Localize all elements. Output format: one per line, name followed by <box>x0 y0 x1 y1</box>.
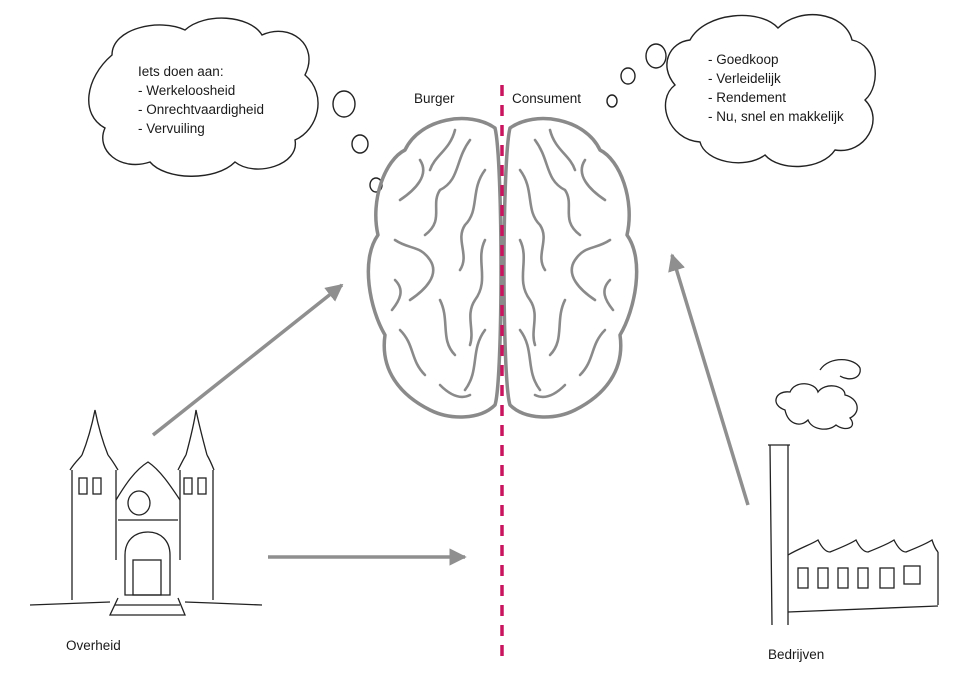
business-thought-text: - Goedkoop - Verleidelijk - Rendement - … <box>708 50 844 126</box>
government-building-sketch <box>29 409 263 616</box>
consument-label: Consument <box>512 91 582 106</box>
business-thought-item: - Verleidelijk <box>708 71 781 86</box>
government-thought-item: - Onrechtvaardigheid <box>138 102 265 117</box>
government-thought-text: Iets doen aan: - Werkeloosheid - Onrecht… <box>138 62 264 138</box>
business-thought-item: - Rendement <box>708 90 787 105</box>
government-thought-item: - Werkeloosheid <box>138 83 236 98</box>
government-thought-heading: Iets doen aan: <box>138 64 224 79</box>
business-thought-item: - Nu, snel en makkelijk <box>708 109 844 124</box>
overheid-label: Overheid <box>66 638 121 653</box>
government-thought-item: - Vervuiling <box>138 121 205 136</box>
brain-illustration <box>366 116 639 419</box>
burger-label: Burger <box>414 91 455 106</box>
arrow-government-to-brain <box>151 283 344 437</box>
factory-sketch <box>768 358 939 626</box>
arrow-business-to-brain <box>668 253 750 506</box>
business-thought-item: - Goedkoop <box>708 52 779 67</box>
business-thought-cloud <box>606 14 876 168</box>
bedrijven-label: Bedrijven <box>768 647 825 662</box>
